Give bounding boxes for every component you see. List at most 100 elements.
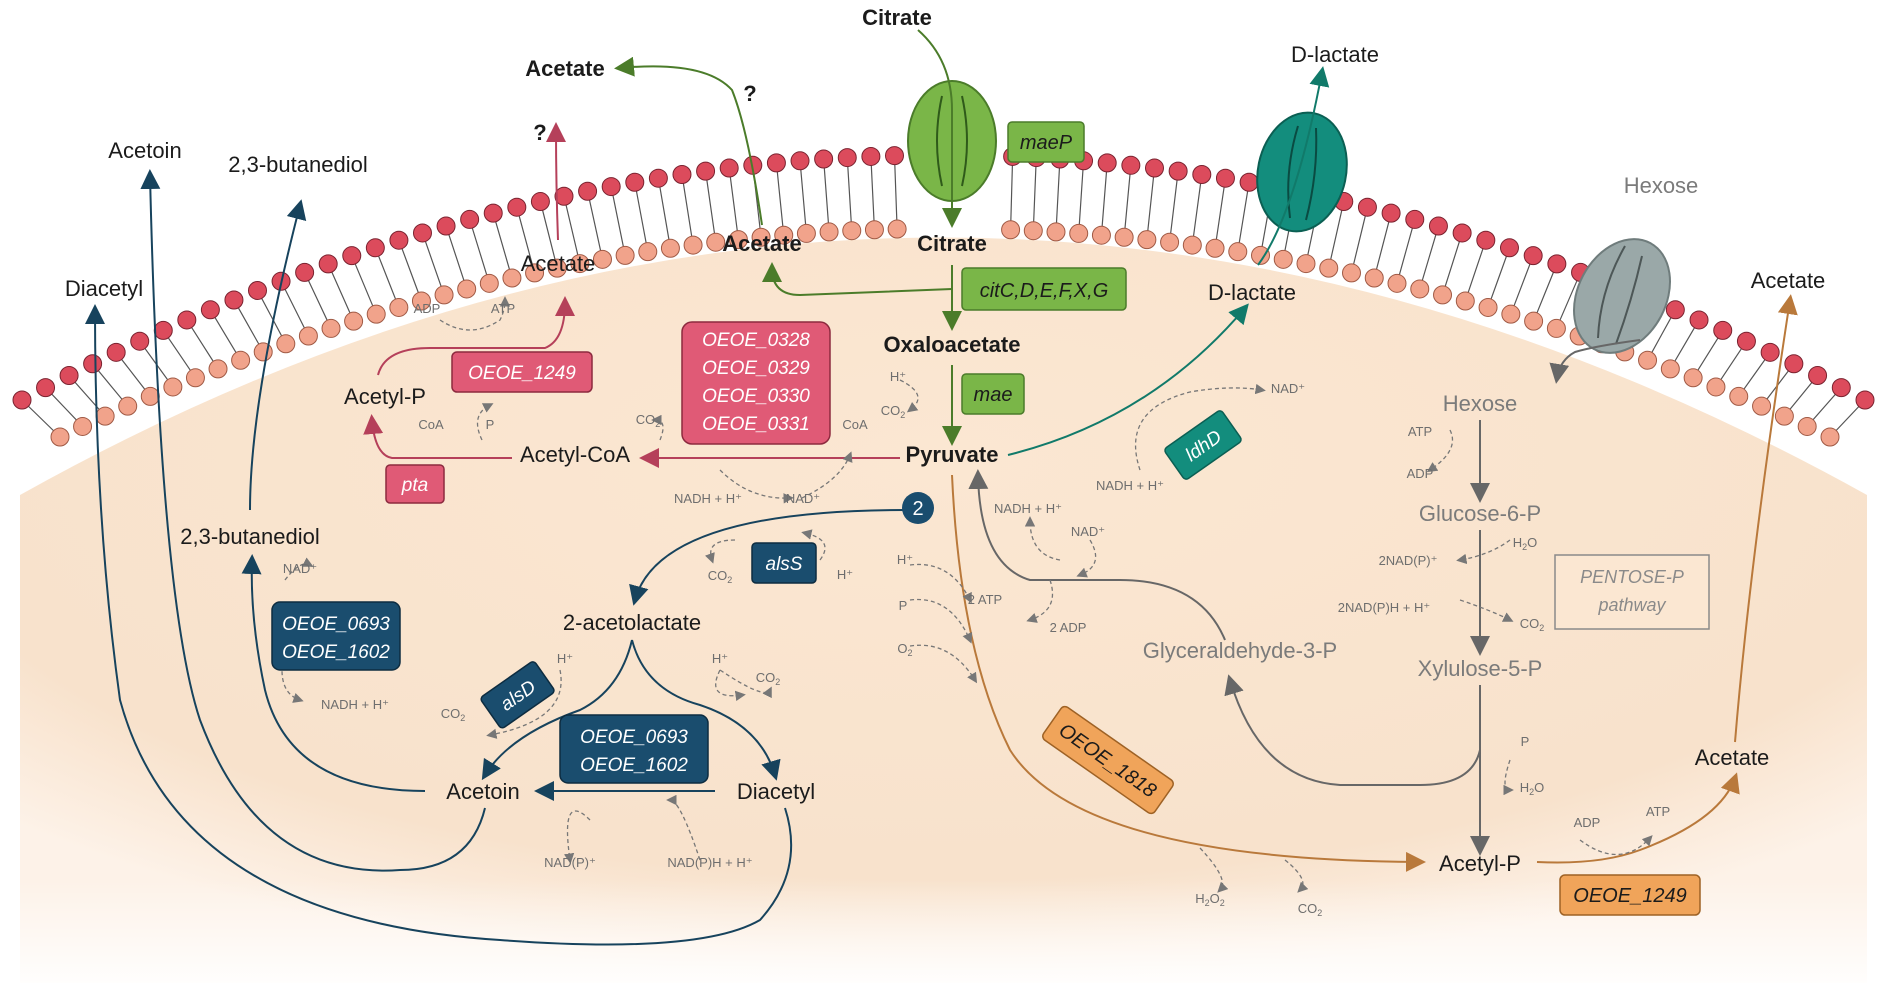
- arrow-acetolactate-to-diacetyl: [631, 639, 781, 781]
- arrow-diacetyl-export: [85, 304, 793, 946]
- adp-2: ADP: [1574, 815, 1601, 830]
- lipid-head-inner: [479, 273, 499, 293]
- alsS-box: alsS: [751, 542, 817, 584]
- lipid-head-outer: [483, 203, 503, 223]
- lipid-head-outer: [1855, 390, 1875, 410]
- oeoe-0693-b-box: OEOE_0693 OEOE_1602: [559, 714, 709, 784]
- citC-label: citC,D,E,F,X,G: [980, 280, 1109, 302]
- lipid-head-inner: [1046, 222, 1066, 242]
- hexose-extracellular: Hexose: [1624, 173, 1699, 198]
- lipid-tail: [1168, 171, 1179, 243]
- lipid-head-outer: [884, 146, 904, 166]
- lipid-head-inner: [683, 235, 703, 255]
- lipid-head-outer: [1239, 172, 1259, 192]
- lipid-head-outer: [59, 366, 79, 386]
- lipid-tail: [1464, 240, 1487, 302]
- acetate-extracellular-right: Acetate: [1751, 268, 1826, 293]
- citC-box: citC,D,E,F,X,G: [961, 267, 1127, 311]
- lipid-tail: [421, 232, 445, 296]
- hexose-intracellular: Hexose: [1443, 391, 1518, 416]
- lipid-head-inner: [1228, 242, 1248, 262]
- nad-a: NAD⁺: [786, 491, 820, 506]
- lipid-head-outer: [153, 320, 173, 340]
- lipid-tail: [1009, 156, 1014, 230]
- oeoe-0693-b-label-1: OEOE_0693: [580, 727, 688, 748]
- lipid-head-outer: [247, 280, 267, 300]
- lipid-head-outer: [766, 153, 786, 173]
- lipid-head-inner: [1501, 304, 1521, 324]
- lipid-head-outer: [1689, 310, 1709, 330]
- lipid-head-inner: [796, 223, 816, 243]
- lipid-tail: [398, 240, 423, 302]
- butanediol-extracellular: 2,3-butanediol: [228, 152, 367, 177]
- p-x: P: [1521, 734, 1530, 749]
- lipid-head-inner: [1774, 406, 1794, 426]
- lipid-head-inner: [50, 427, 70, 447]
- lipid-head-inner: [819, 222, 839, 242]
- h-dia: H⁺: [712, 651, 728, 666]
- lipid-head-inner: [1296, 254, 1316, 274]
- oeoe-0331-label: OEOE_0331: [702, 414, 810, 435]
- lipid-head-inner: [1729, 386, 1749, 406]
- lipid-head-outer: [1499, 238, 1519, 258]
- lipid-tail: [1373, 212, 1392, 279]
- lipid-head-inner: [140, 386, 160, 406]
- arrow-pyruvate-to-acetolactate: [629, 509, 906, 606]
- lipid-head-inner: [1752, 396, 1772, 416]
- adp-1: ADP: [414, 301, 441, 316]
- atp-gly: 2 ATP: [968, 592, 1002, 607]
- alsS-label: alsS: [766, 554, 803, 575]
- lipid-head-inner: [1364, 268, 1384, 288]
- co2-mae: CO2: [881, 403, 906, 420]
- nad-bd: NAD⁺: [283, 561, 317, 576]
- lipid-tail: [1191, 174, 1203, 246]
- arrow-acetyl-coa-to-acetyl-p: [363, 414, 512, 459]
- lipid-head-outer: [1357, 197, 1377, 217]
- h-alsd: H⁺: [557, 651, 573, 666]
- lipid-tail: [657, 178, 672, 249]
- oeoe-1249-bottom-box: OEOE_1249: [1559, 874, 1701, 916]
- lipid-tail: [1237, 182, 1250, 252]
- lipid-head-inner: [118, 396, 138, 416]
- lipid-head-outer: [412, 223, 432, 243]
- pta-label: pta: [401, 475, 428, 496]
- lipid-tail: [846, 157, 853, 231]
- lipid-head-inner: [1455, 291, 1475, 311]
- lipid-head-outer: [1168, 161, 1188, 181]
- lipid-head-outer: [1831, 378, 1851, 398]
- acetyl-p-left: Acetyl-P: [344, 384, 426, 409]
- lipid-head-outer: [507, 197, 527, 217]
- lipid-tail: [586, 191, 604, 260]
- arrow-butanediol-export: [249, 199, 307, 511]
- nadph-ac: NAD(P)H + H⁺: [667, 855, 752, 870]
- lipid-head-inner: [1797, 416, 1817, 436]
- lipid-head-inner: [95, 406, 115, 426]
- h2o-x: H2O: [1520, 780, 1545, 797]
- lipid-head-inner: [864, 220, 884, 240]
- arrow-acetyl-p-to-acetate: [377, 296, 575, 376]
- lipid-head-inner: [706, 232, 726, 252]
- oeoe-1249-bottom-label: OEOE_1249: [1573, 885, 1686, 907]
- lipid-tail: [351, 255, 377, 315]
- lipid-head-outer: [1097, 153, 1117, 173]
- lipid-head-inner: [1182, 235, 1202, 255]
- lipid-head-outer: [1760, 342, 1780, 362]
- lipid-head-outer: [389, 230, 409, 250]
- lipid-head-inner: [1069, 223, 1089, 243]
- acetate-intracellular-right: Acetate: [1695, 745, 1770, 770]
- lipid-tail: [1055, 158, 1061, 232]
- arrow-pyruvate-to-d-lactate: [1007, 303, 1249, 456]
- lipid-head-inner: [660, 238, 680, 258]
- p-gly: P: [899, 598, 908, 613]
- 2-acetolactate: 2-acetolactate: [563, 610, 701, 635]
- lipid-tail: [1350, 207, 1369, 274]
- lipid-head-inner: [1683, 368, 1703, 388]
- lipid-head-outer: [1713, 320, 1733, 340]
- lipid-head-outer: [130, 331, 150, 351]
- lipid-head-outer: [460, 209, 480, 229]
- lipid-head-inner: [185, 368, 205, 388]
- lipid-tail: [1032, 157, 1037, 231]
- lipid-tail: [775, 162, 785, 236]
- lipid-head-inner: [751, 227, 771, 247]
